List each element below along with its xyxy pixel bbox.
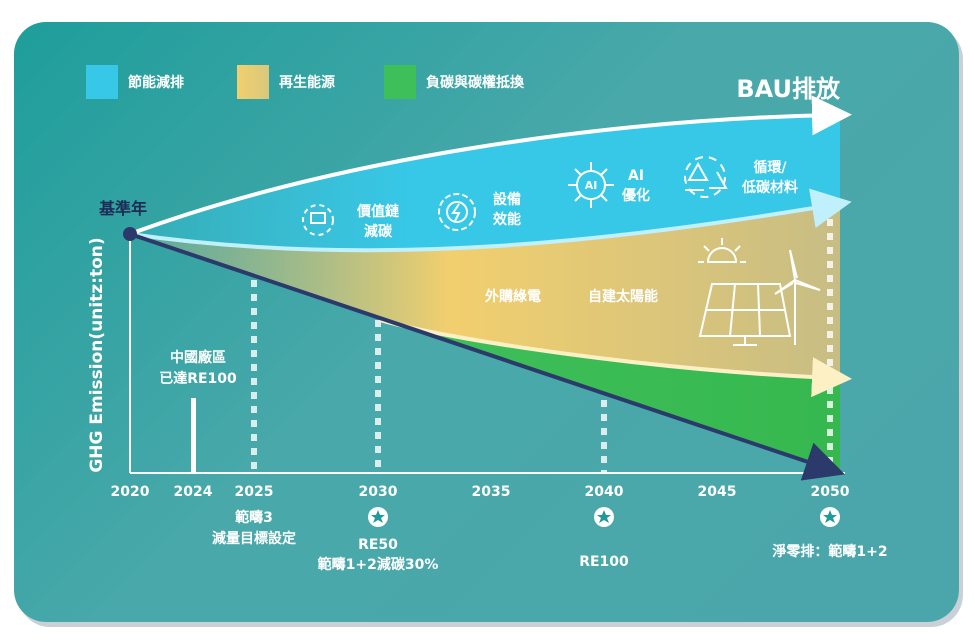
solar-label: 自建太陽能 bbox=[588, 288, 658, 305]
x-tick-2035: 2035 bbox=[472, 484, 511, 500]
x-tick-2040: 2040 bbox=[585, 484, 624, 500]
wind-turbine-icon bbox=[774, 249, 821, 345]
x-tick-2045: 2045 bbox=[698, 484, 737, 500]
legend-label: 再生能源 bbox=[279, 75, 335, 91]
x-tick-2024: 2024 bbox=[174, 484, 213, 500]
value-chain-icon bbox=[302, 204, 334, 236]
star-icon bbox=[820, 507, 840, 527]
ai-chip-icon bbox=[568, 162, 614, 208]
marker-2024-bar bbox=[191, 398, 196, 472]
milestone-2030-line-2: 範疇1+2減碳30% bbox=[318, 556, 439, 573]
legend-label: 節能減排 bbox=[128, 75, 184, 91]
bau-label: BAU排放 bbox=[736, 75, 841, 103]
gear-icon bbox=[438, 193, 476, 231]
base-year-label: 基準年 bbox=[98, 199, 147, 218]
bau-line bbox=[129, 95, 852, 236]
china-plant-line-1: 中國廠區 bbox=[170, 349, 226, 366]
recycle-icon bbox=[684, 156, 728, 198]
ai-label-1: AI bbox=[628, 168, 644, 184]
renewable-band bbox=[130, 205, 840, 380]
milestone-2025-line-2: 減量目標設定 bbox=[212, 530, 296, 547]
x-tick-2030: 2030 bbox=[359, 484, 398, 500]
ai-chip-text: AI bbox=[585, 179, 598, 192]
value-chain-label-1: 價值鏈 bbox=[356, 203, 399, 220]
value-chain-label-2: 減碳 bbox=[364, 223, 393, 240]
milestone-2040-line-1: RE100 bbox=[579, 554, 629, 570]
net-zero-path bbox=[129, 232, 845, 481]
x-tick-2020: 2020 bbox=[111, 484, 150, 500]
legend-swatch-renewable bbox=[237, 65, 269, 99]
sun-icon bbox=[698, 238, 746, 263]
legend-offset: 負碳與碳權抵換 bbox=[384, 65, 524, 99]
legend-efficiency: 節能減排 bbox=[86, 65, 184, 99]
milestone-2025-line-1: 範疇3 bbox=[235, 509, 273, 526]
efficiency-line bbox=[129, 188, 852, 253]
x-tick-2025: 2025 bbox=[235, 484, 274, 500]
star-icon bbox=[368, 507, 388, 527]
legend-label: 負碳與碳權抵換 bbox=[426, 75, 524, 91]
legend-swatch-offset bbox=[384, 65, 416, 99]
star-icon bbox=[594, 507, 614, 527]
efficiency-band bbox=[130, 115, 840, 251]
milestone-2050-line-1: 淨零排：範疇1+2 bbox=[772, 543, 887, 560]
equipment-label-1: 設備 bbox=[493, 191, 521, 208]
circular-label-1: 循環/ bbox=[753, 159, 787, 176]
milestone-2030-line-1: RE50 bbox=[358, 537, 398, 553]
legend-swatch-efficiency bbox=[86, 65, 118, 99]
legend-renewable: 再生能源 bbox=[237, 65, 335, 99]
solar-panel-icon bbox=[698, 283, 792, 346]
x-tick-2050: 2050 bbox=[811, 484, 850, 500]
equipment-label-2: 效能 bbox=[493, 211, 521, 228]
ai-label-2: 優化 bbox=[621, 187, 650, 204]
green-power-label: 外購綠電 bbox=[485, 288, 541, 305]
china-plant-line-2: 已達RE100 bbox=[159, 370, 237, 387]
base-year-dot bbox=[123, 227, 137, 241]
circular-label-2: 低碳材料 bbox=[741, 179, 798, 196]
